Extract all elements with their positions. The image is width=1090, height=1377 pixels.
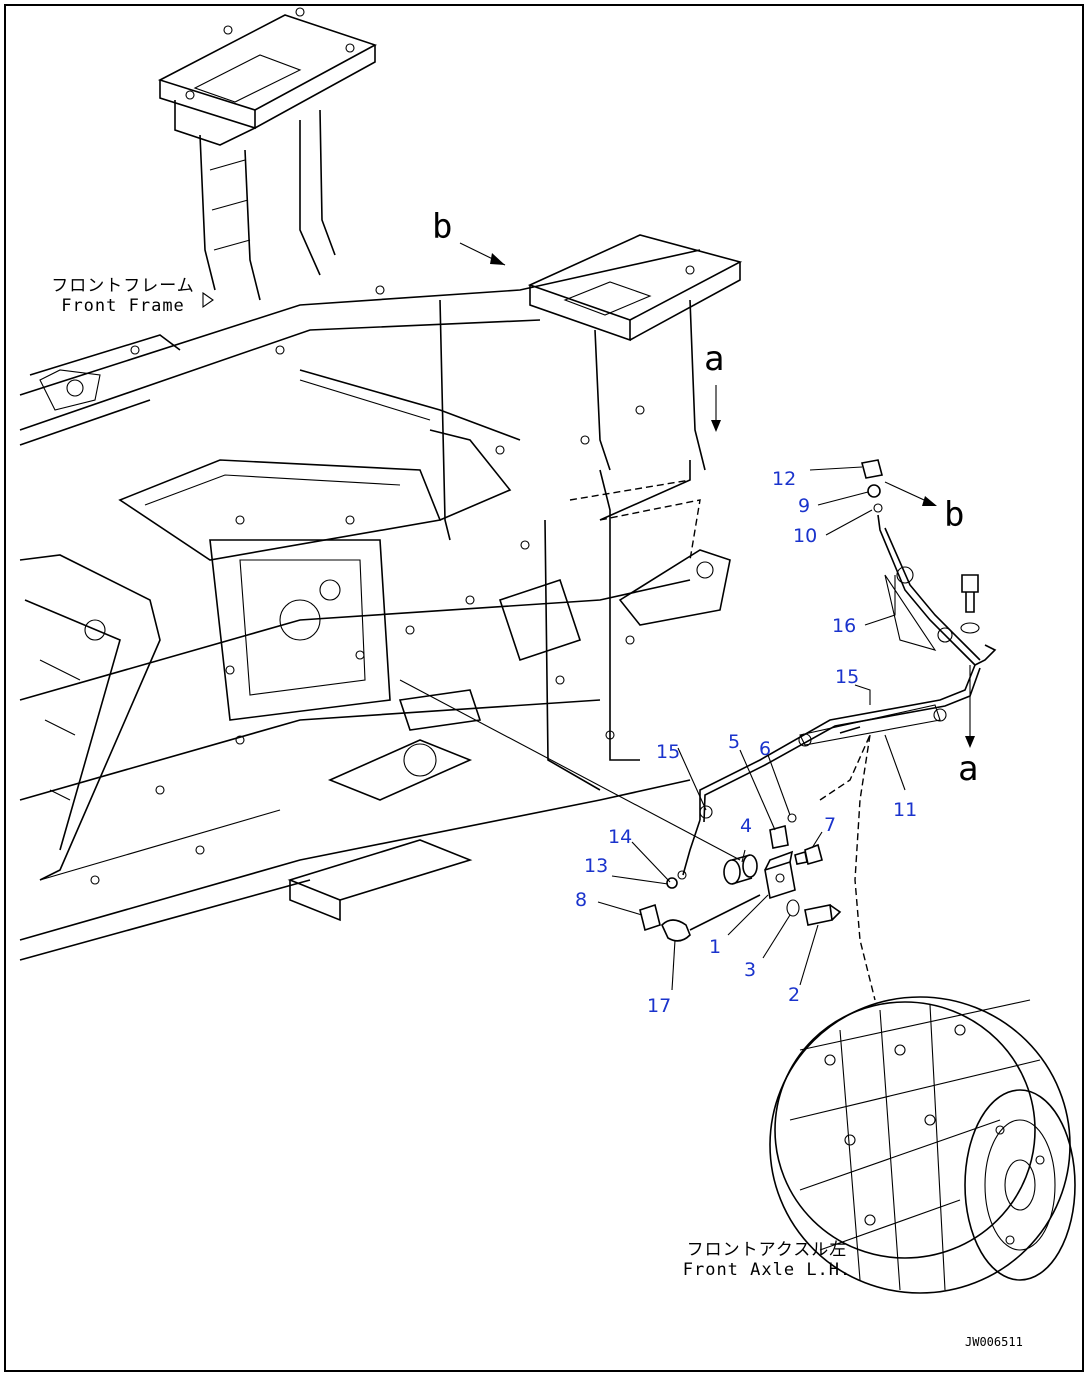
callout-1[interactable]: 1 [709, 936, 722, 958]
leader-lines [597, 466, 906, 991]
callout-7[interactable]: 7 [824, 814, 837, 836]
callout-12[interactable]: 12 [772, 468, 797, 490]
callout-3[interactable]: 3 [744, 959, 757, 981]
callout-15-upper[interactable]: 15 [835, 666, 860, 688]
callout-8[interactable]: 8 [575, 889, 588, 911]
front-frame-label: フロントフレーム Front Frame [48, 276, 198, 316]
front-axle-label-en: Front Axle L.H. [682, 1260, 852, 1280]
callout-13[interactable]: 13 [584, 855, 609, 877]
front-frame-body [19, 234, 743, 961]
drawing-border [4, 4, 1084, 1372]
callout-10[interactable]: 10 [793, 525, 818, 547]
reference-arrows [202, 242, 975, 748]
drawing-code: JW006511 [965, 1335, 1023, 1349]
front-frame-upper-bracket [157, 7, 378, 301]
callout-2[interactable]: 2 [788, 984, 801, 1006]
ref-a-upper: a [704, 339, 725, 379]
callout-16[interactable]: 16 [832, 615, 857, 637]
callout-9[interactable]: 9 [798, 495, 811, 517]
front-axle-label: フロントアクスル左 Front Axle L.H. [672, 1240, 862, 1280]
callout-14[interactable]: 14 [608, 826, 633, 848]
ref-a-right: a [958, 749, 979, 789]
ref-b-right: b [944, 495, 965, 535]
callout-11[interactable]: 11 [893, 799, 918, 821]
front-axle-label-jp: フロントアクスル左 [686, 1240, 848, 1260]
front-frame-label-jp: フロントフレーム [51, 276, 195, 296]
front-frame-label-en: Front Frame [61, 296, 185, 316]
front-axle-lh [769, 734, 1076, 1294]
ref-b-left: b [432, 207, 453, 247]
callout-6[interactable]: 6 [759, 738, 772, 760]
callout-5[interactable]: 5 [728, 731, 741, 753]
callout-4[interactable]: 4 [740, 815, 753, 837]
hose-assembly [639, 459, 997, 942]
callout-15-lower[interactable]: 15 [656, 741, 681, 763]
callout-17[interactable]: 17 [647, 995, 672, 1017]
